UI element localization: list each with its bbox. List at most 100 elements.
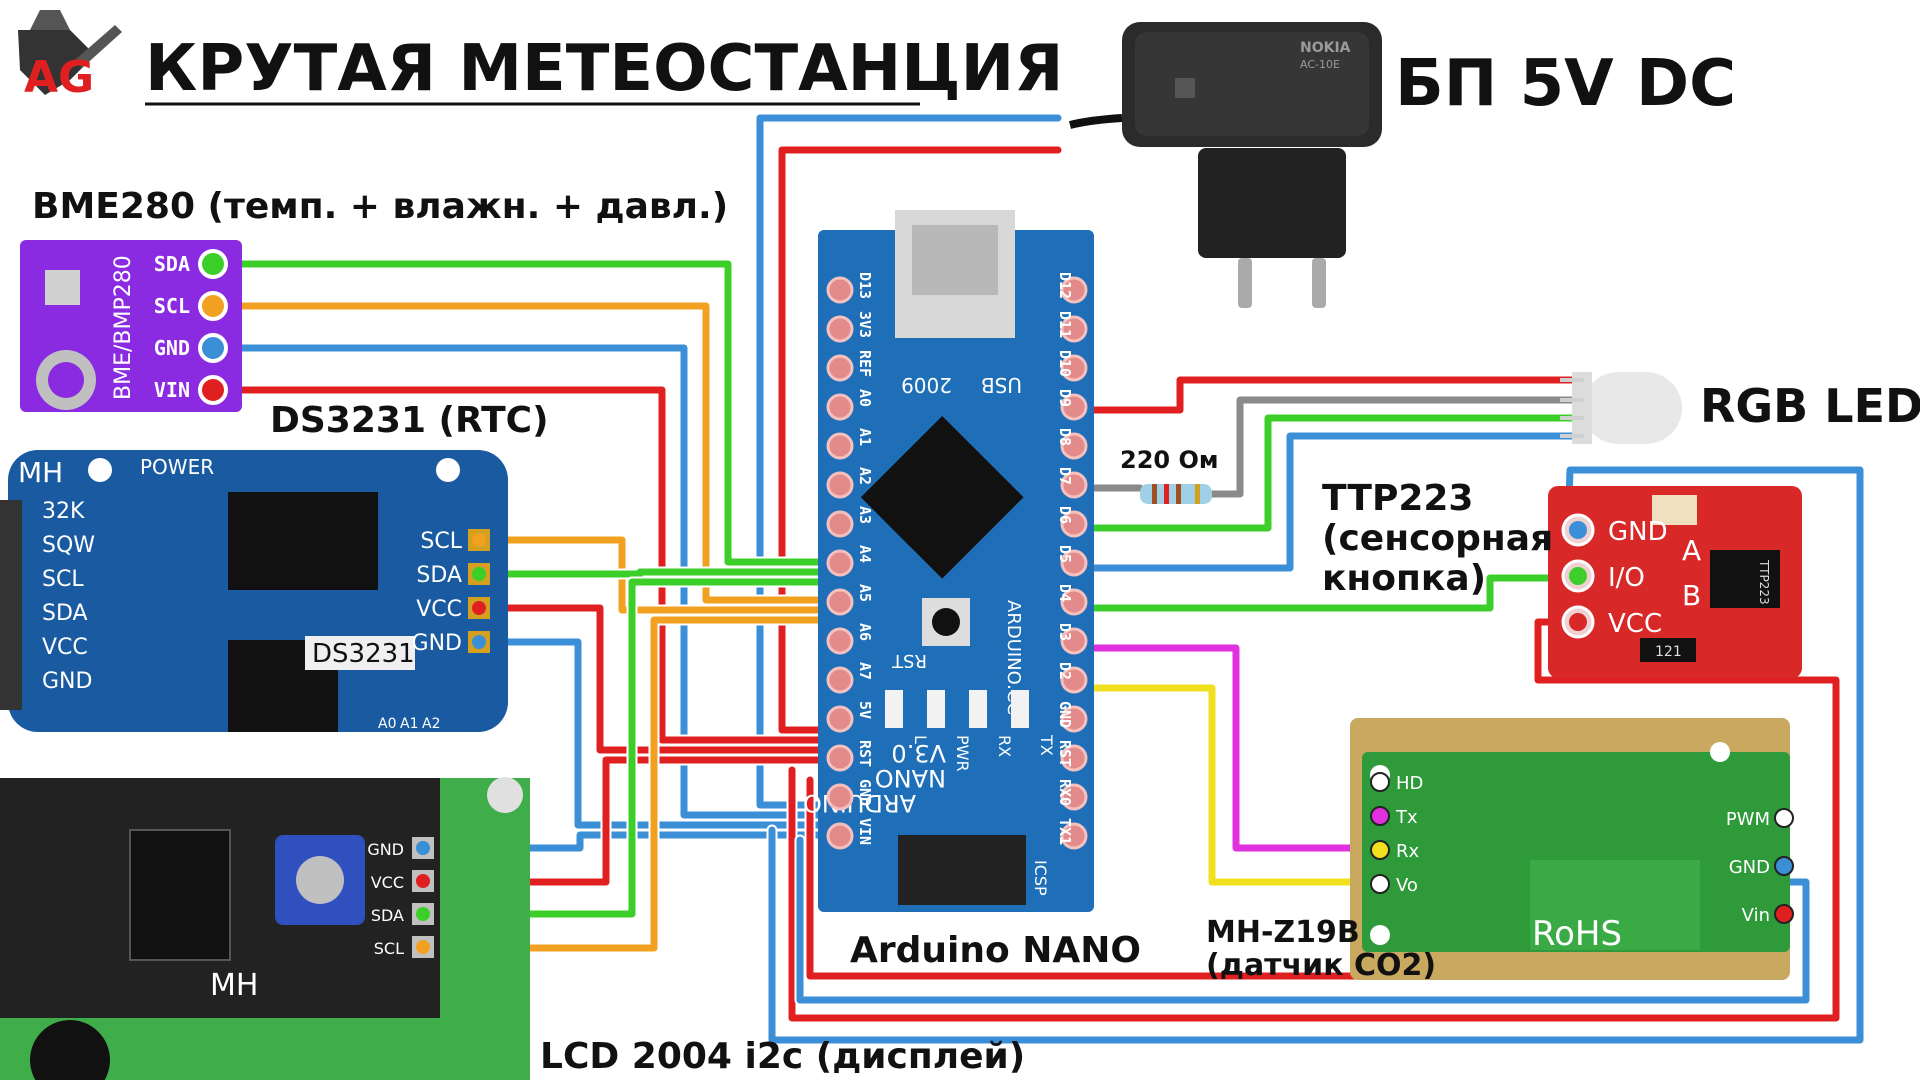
rtc-right-pin-scl: SCL [420,529,462,554]
bme-pin-pad [198,291,228,321]
power-adapter: NOKIA AC-10E [1069,22,1382,308]
mhz-pin-r-vin: Vin [1742,905,1770,926]
rtc-pin-pad [472,601,486,615]
mhz-left-pad [1370,840,1390,860]
mhz19b-label: MH-Z19B (датчик CO2) [1206,915,1436,983]
lcd-pin-pad [416,874,430,888]
arduino-left-pad [826,627,854,655]
arduino-right-pad [1060,432,1088,460]
arduino-pin-r-d9: D9 [1056,389,1074,407]
wire-rtc-gnd [474,638,846,829]
bme-pin-pad [198,375,228,405]
mhz-left-pad [1370,772,1390,792]
arduino-pin-a6: A6 [856,623,874,641]
mhz-right-pad [1774,856,1794,876]
arduino-pin-r-d12: D12 [1056,272,1074,299]
arduino-left-pad [826,315,854,343]
arduino-pin-r-d3: D3 [1056,623,1074,641]
wire-mhz-gnd [796,836,1810,1004]
ttp-pin-pad [1569,613,1587,631]
arduino-rst-text: RST [891,650,927,671]
arduino-led-label-rx: RX [995,735,1014,757]
rtc-left-pin-scl: SCL [42,567,84,592]
lcd-pin-pad [416,841,430,855]
arduino-usb-text: USB [981,373,1022,397]
lcd-pin-scl: SCL [374,939,404,958]
rtc-left-pin-sda: SDA [42,601,88,626]
arduino-left-pad [826,510,854,538]
arduino-right-pad [1060,315,1088,343]
arduino-left-pad [826,354,854,382]
lcd-label: LCD 2004 i2c (дисплей) [540,1036,1025,1077]
rtc-addr-a0: A0 [378,716,396,732]
ds3231-chip-text: DS3231 [312,639,415,669]
mhz-right-pad [1774,808,1794,828]
lcd-brand: MH [210,968,258,1003]
arduino-pin-a4: A4 [856,545,874,563]
rgb-led-label: RGB LED [1700,379,1920,433]
arduino-year: 2009 [901,373,952,397]
power-label: БП 5V DC [1395,47,1736,121]
bme-pin-gnd: GND [154,336,190,360]
rgb-led [1560,372,1682,444]
ds3231-mount-hole [436,458,460,482]
wires [209,112,1866,1046]
wire-ttp-gnd [768,466,1864,1044]
wire-psu-vcc [778,146,1062,734]
arduino-pin-r-rx0: RX0 [1056,779,1074,806]
mhz19b-label-1: MH-Z19B [1206,915,1360,950]
mhz-left-pad [1370,806,1390,826]
mhz-pin-r-gnd: GND [1729,857,1770,878]
lcd-pin-pad [416,907,430,921]
rtc-pin-pad [472,635,486,649]
arduino-led-label-l: L [911,735,930,744]
arduino-right-pad [1060,471,1088,499]
ttp-pin-gnd: GND [1608,517,1668,547]
mhz19b-label-2: (датчик CO2) [1206,948,1436,983]
ttp223-label-1: TTP223 [1322,478,1473,519]
wire-ttp-io-outline [1068,572,1574,614]
mhz-rohs: RoHS [1532,914,1622,954]
ttp223-label-2: (сенсорная [1322,518,1553,559]
wire-lcd-scl [424,616,846,952]
arduino-left-pad [826,666,854,694]
bme-pin-sda: SDA [154,252,190,276]
arduino-name-3: V3.0 [891,739,946,767]
arduino-pin-r-d6: D6 [1056,506,1074,524]
arduino-right-pad [1060,354,1088,382]
arduino-led [1011,690,1029,728]
wire-led-green [1070,414,1584,532]
logo-text: AG [24,52,94,103]
ttp223-label: TTP223 (сенсорная кнопка) [1322,478,1553,599]
arduino-left-pad [826,549,854,577]
arduino-right-pad [1060,627,1088,655]
arduino-pin-3v3: 3V3 [856,311,874,338]
ds3231-mount-hole [88,458,112,482]
arduino-left-pad [826,276,854,304]
wire-rtc-sda [474,568,846,578]
mhz-pin-r-pwm: PWM [1726,809,1770,830]
arduino-left-pad [826,471,854,499]
ttp-chip-text: TTP223 [1757,559,1771,605]
wire-ttp-vcc [788,618,1840,1022]
mhz-pin-vo: Vo [1396,875,1418,896]
wire-ttp-io [1070,574,1572,612]
arduino-pin-d13: D13 [856,272,874,299]
arduino-pin-r-d10: D10 [1056,350,1074,377]
arduino-pin-vin: VIN [856,818,874,845]
arduino-led-label-tx: TX [1037,734,1056,756]
arduino-right-pad [1060,393,1088,421]
lcd-pin-vcc: VCC [371,873,404,892]
bme-pin-pad [198,333,228,363]
arduino-left-pad [826,393,854,421]
arduino-left-pad [826,783,854,811]
arduino-pin-r-d11: D11 [1056,311,1074,338]
arduino-left-pad [826,822,854,850]
arduino-right-pad [1060,744,1088,772]
arduino-pin-r-d7: D7 [1056,467,1074,485]
resistor-label: 220 Ом [1120,446,1218,474]
arduino-pin-r-d8: D8 [1056,428,1074,446]
arduino-pin-r-d4: D4 [1056,584,1074,602]
